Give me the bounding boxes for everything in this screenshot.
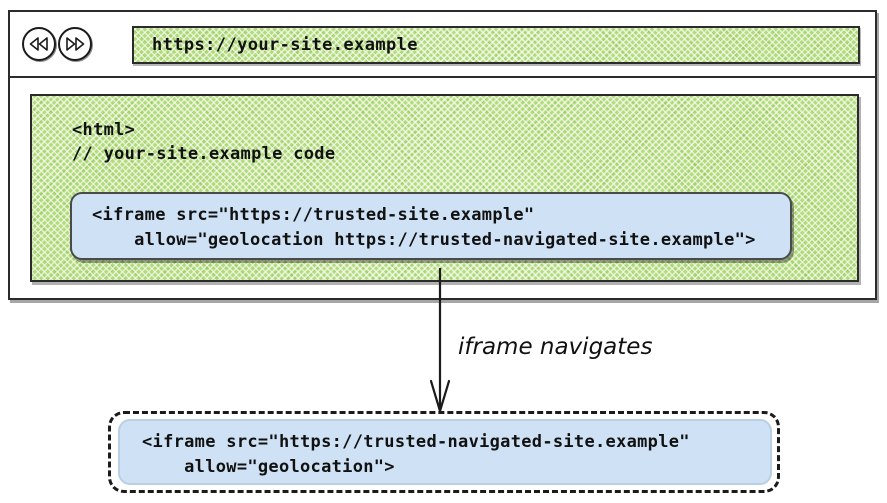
forward-button[interactable]	[58, 27, 92, 61]
back-button[interactable]	[22, 27, 56, 61]
page-viewport: <html> // your-site.example code <iframe…	[30, 94, 859, 282]
browser-window: https://your-site.example <html> // your…	[8, 10, 877, 300]
embedded-iframe-code-line-1: <iframe src="https://trusted-site.exampl…	[92, 205, 535, 225]
page-code-line-1: <html>	[72, 120, 136, 140]
page-code-line-2: // your-site.example code	[72, 144, 336, 164]
navigated-iframe-outline	[108, 411, 780, 493]
navigated-iframe-code-block: <iframe src="https://trusted-navigated-s…	[118, 419, 772, 485]
embedded-iframe-code-block: <iframe src="https://trusted-site.exampl…	[70, 192, 792, 260]
address-bar-value: https://your-site.example	[152, 35, 418, 55]
fast-forward-double-triangle-right-icon	[65, 37, 85, 51]
navigated-iframe-code-line-2: allow="geolocation">	[142, 457, 395, 477]
address-bar[interactable]: https://your-site.example	[132, 26, 860, 64]
navigation-button-group	[22, 27, 92, 61]
rewind-double-triangle-left-icon	[29, 37, 49, 51]
annotation-label: iframe navigates	[458, 334, 653, 360]
navigated-iframe-code-line-1: <iframe src="https://trusted-navigated-s…	[142, 432, 690, 452]
embedded-iframe-code-line-2: allow="geolocation https://trusted-navig…	[92, 230, 756, 250]
browser-chrome-toolbar: https://your-site.example	[10, 12, 875, 78]
